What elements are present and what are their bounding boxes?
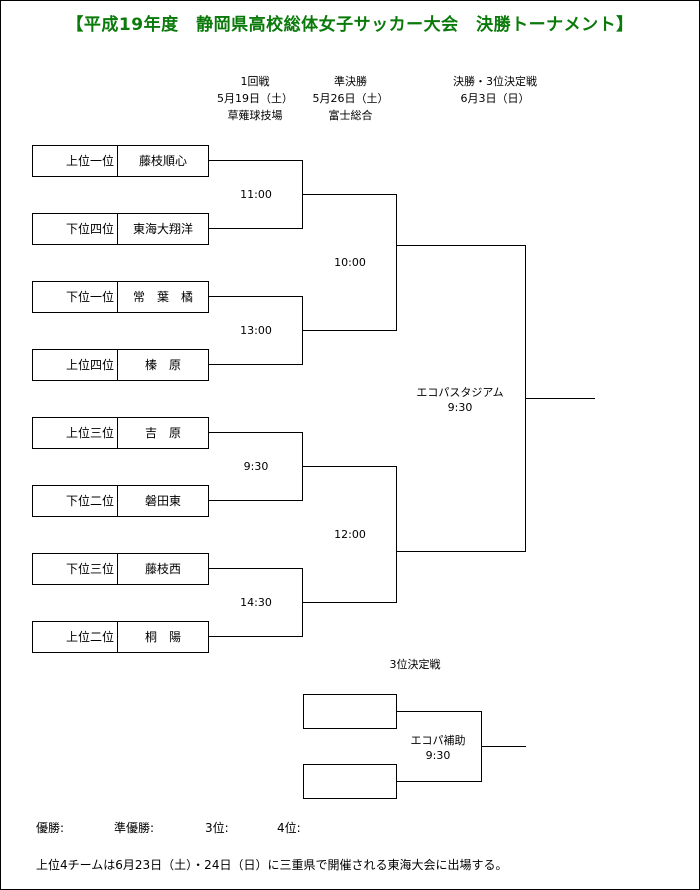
bracket-line xyxy=(209,432,303,433)
result-runner-up: 準優勝: xyxy=(114,821,155,835)
bracket-line xyxy=(396,466,397,603)
team-seed: 下位四位 xyxy=(33,214,118,244)
team-box-8: 上位二位 桐 陽 xyxy=(32,621,209,653)
semifinal-venue: 富士総合 xyxy=(328,109,373,122)
final-time: 9:30 xyxy=(447,401,473,414)
result-fourth: 4位: xyxy=(277,821,301,835)
bracket-line xyxy=(396,781,482,782)
bracket-line xyxy=(302,330,397,331)
team-school: 桐 陽 xyxy=(144,630,181,644)
champion-line xyxy=(525,398,595,399)
result-third: 3位: xyxy=(205,821,229,835)
team-school: 常 葉 橘 xyxy=(132,290,193,304)
team-school: 東海大翔洋 xyxy=(132,222,193,236)
final-venue-name: エコパスタジアム xyxy=(416,386,504,399)
team-school: 磐田東 xyxy=(144,494,181,508)
round1-venue: 草薙球技場 xyxy=(227,109,283,122)
round1-name: 1回戦 xyxy=(240,75,270,88)
third-place-venue: エコパ補助 9:30 xyxy=(368,733,508,763)
team-seed: 上位一位 xyxy=(33,146,118,176)
team-school: 榛 原 xyxy=(144,358,181,372)
team-seed: 上位三位 xyxy=(33,418,118,448)
final-venue: エコパスタジアム 9:30 xyxy=(390,385,530,415)
bracket-line xyxy=(302,466,397,467)
third-place-box-2 xyxy=(303,764,397,799)
round1-header: 1回戦 5月19日（土） 草薙球技場 xyxy=(210,73,300,124)
third-place-label: 3位決定戦 xyxy=(389,658,441,671)
bracket-line xyxy=(302,602,397,603)
footnote: 上位4チームは6月23日（土）・24日（日）に三重県で開催される東海大会に出場す… xyxy=(36,858,508,872)
result-winner: 優勝: xyxy=(36,821,65,835)
team-seed: 上位二位 xyxy=(33,622,118,652)
team-seed: 下位二位 xyxy=(33,486,118,516)
bracket-line xyxy=(209,364,303,365)
third-place-box-1 xyxy=(303,694,397,729)
bracket-line xyxy=(302,194,397,195)
third-place-venue-name: エコパ補助 xyxy=(410,734,466,747)
match-time-r1-3: 9:30 xyxy=(243,460,269,473)
bracket-line xyxy=(209,160,303,161)
final-date: 6月3日（日） xyxy=(460,92,530,105)
team-box-2: 下位四位 東海大翔洋 xyxy=(32,213,209,245)
team-school: 吉 原 xyxy=(144,426,181,440)
bracket-line xyxy=(209,500,303,501)
third-place-line xyxy=(481,746,526,747)
match-time-sf-2: 12:00 xyxy=(334,528,366,541)
team-box-3: 下位一位 常 葉 橘 xyxy=(32,281,209,313)
team-box-7: 下位三位 藤枝西 xyxy=(32,553,209,585)
semifinal-date: 5月26日（土） xyxy=(312,92,389,105)
bracket-line xyxy=(209,636,303,637)
team-box-6: 下位二位 磐田東 xyxy=(32,485,209,517)
semifinal-header: 準決勝 5月26日（土） 富士総合 xyxy=(303,73,398,124)
team-seed: 下位三位 xyxy=(33,554,118,584)
team-seed: 上位四位 xyxy=(33,350,118,380)
team-box-4: 上位四位 榛 原 xyxy=(32,349,209,381)
team-school: 藤枝順心 xyxy=(138,154,187,168)
bracket-line xyxy=(396,245,526,246)
match-time-r1-4: 14:30 xyxy=(240,596,272,609)
round1-date: 5月19日（土） xyxy=(217,92,293,105)
team-school: 藤枝西 xyxy=(144,562,181,576)
third-place-time: 9:30 xyxy=(425,749,451,762)
bracket-line xyxy=(396,194,397,331)
team-seed: 下位一位 xyxy=(33,282,118,312)
match-time-sf-1: 10:00 xyxy=(334,256,366,269)
bracket-line xyxy=(396,711,482,712)
team-box-5: 上位三位 吉 原 xyxy=(32,417,209,449)
final-name: 決勝・3位決定戦 xyxy=(453,75,537,88)
bracket-line xyxy=(209,228,303,229)
semifinal-name: 準決勝 xyxy=(334,75,367,88)
match-time-r1-2: 13:00 xyxy=(240,324,272,337)
page-title: 【平成19年度 静岡県高校総体女子サッカー大会 決勝トーナメント】 xyxy=(66,15,634,35)
team-box-1: 上位一位 藤枝順心 xyxy=(32,145,209,177)
final-header: 決勝・3位決定戦 6月3日（日） xyxy=(435,73,555,107)
bracket-line xyxy=(209,568,303,569)
match-time-r1-1: 11:00 xyxy=(240,188,272,201)
bracket-line xyxy=(209,296,303,297)
bracket-line xyxy=(396,551,526,552)
